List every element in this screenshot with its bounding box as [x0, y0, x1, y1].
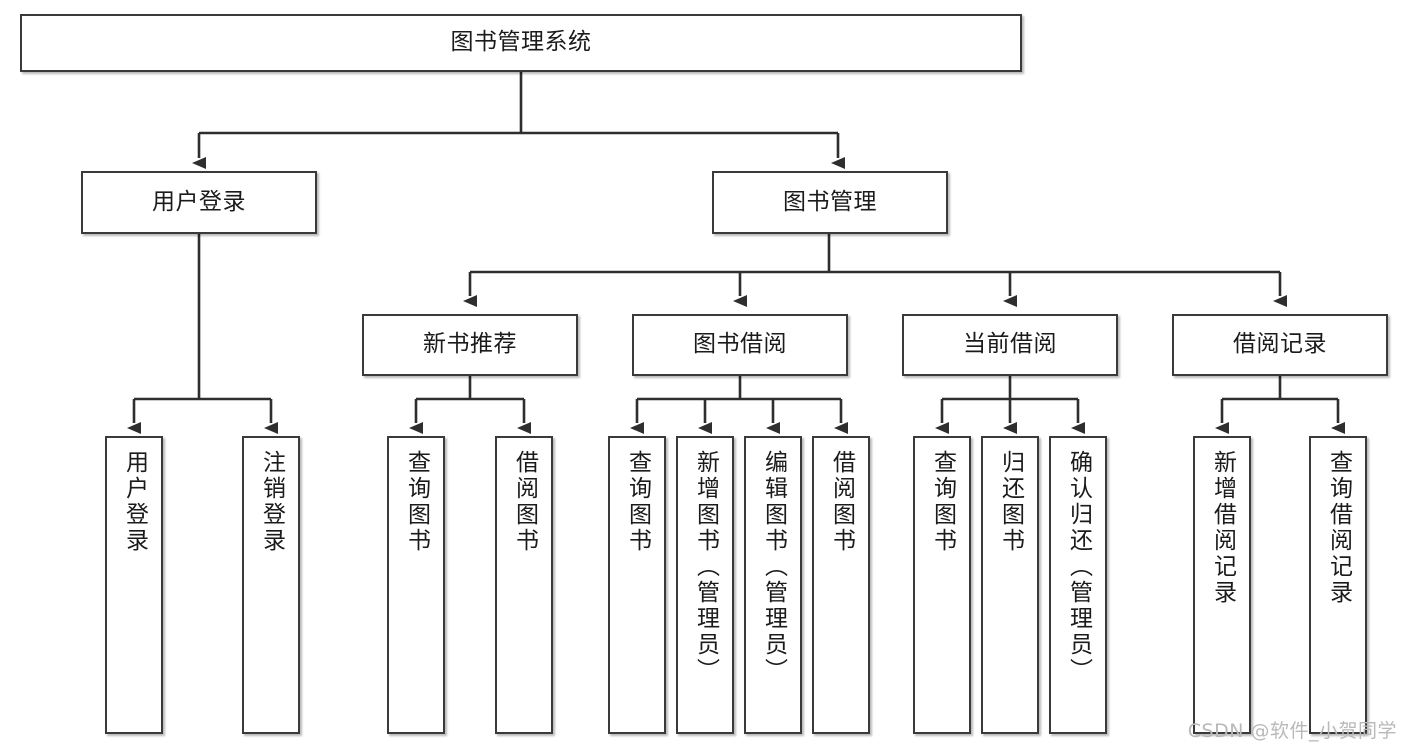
node-label: 注销登录: [258, 450, 285, 554]
node-new-book-recommend[interactable]: 新书推荐: [362, 314, 578, 376]
node-label: 用户登录: [121, 450, 148, 554]
leaf-book-borrow-borrow[interactable]: 借阅图书: [812, 436, 870, 734]
leaf-book-borrow-query[interactable]: 查询图书: [608, 436, 666, 734]
node-label: 新书推荐: [423, 331, 517, 358]
node-label: 查询图书: [624, 450, 651, 554]
node-label: 图书管理系统: [450, 29, 592, 56]
node-label: 归还图书: [997, 450, 1024, 554]
leaf-new-book-query[interactable]: 查询图书: [387, 436, 445, 734]
node-label: 借阅图书: [828, 450, 855, 554]
leaf-current-borrow-query[interactable]: 查询图书: [913, 436, 971, 734]
leaf-user-login-logout[interactable]: 注销登录: [242, 436, 300, 734]
node-book-management[interactable]: 图书管理: [712, 171, 948, 234]
leaf-new-book-borrow[interactable]: 借阅图书: [495, 436, 553, 734]
leaf-book-borrow-add[interactable]: 新增图书（管理员）: [676, 436, 734, 734]
node-label: 新增图书（管理员）: [692, 450, 719, 684]
node-current-borrow[interactable]: 当前借阅: [902, 314, 1118, 376]
leaf-current-borrow-return[interactable]: 归还图书: [981, 436, 1039, 734]
node-label: 图书管理: [783, 188, 877, 215]
node-label: 借阅记录: [1233, 331, 1327, 358]
leaf-borrow-record-add[interactable]: 新增借阅记录: [1193, 436, 1251, 734]
node-user-login[interactable]: 用户登录: [81, 171, 317, 234]
watermark-text: CSDN @软件_小贺同学: [1187, 720, 1397, 742]
node-label: 图书借阅: [693, 331, 787, 358]
node-borrow-record[interactable]: 借阅记录: [1172, 314, 1388, 376]
node-label: 查询图书: [403, 450, 430, 554]
node-label: 用户登录: [152, 188, 246, 215]
node-label: 查询图书: [929, 450, 956, 554]
node-label: 编辑图书（管理员）: [760, 450, 787, 684]
node-label: 新增借阅记录: [1209, 450, 1236, 606]
node-label: 当前借阅: [963, 331, 1057, 358]
leaf-book-borrow-edit[interactable]: 编辑图书（管理员）: [744, 436, 802, 734]
node-label: 确认归还（管理员）: [1065, 450, 1092, 684]
node-root-system[interactable]: 图书管理系统: [20, 14, 1022, 72]
leaf-user-login-login[interactable]: 用户登录: [105, 436, 163, 734]
leaf-borrow-record-query[interactable]: 查询借阅记录: [1309, 436, 1367, 734]
leaf-current-borrow-confirm[interactable]: 确认归还（管理员）: [1049, 436, 1107, 734]
node-book-borrow[interactable]: 图书借阅: [632, 314, 848, 376]
node-label: 借阅图书: [511, 450, 538, 554]
node-label: 查询借阅记录: [1325, 450, 1352, 606]
